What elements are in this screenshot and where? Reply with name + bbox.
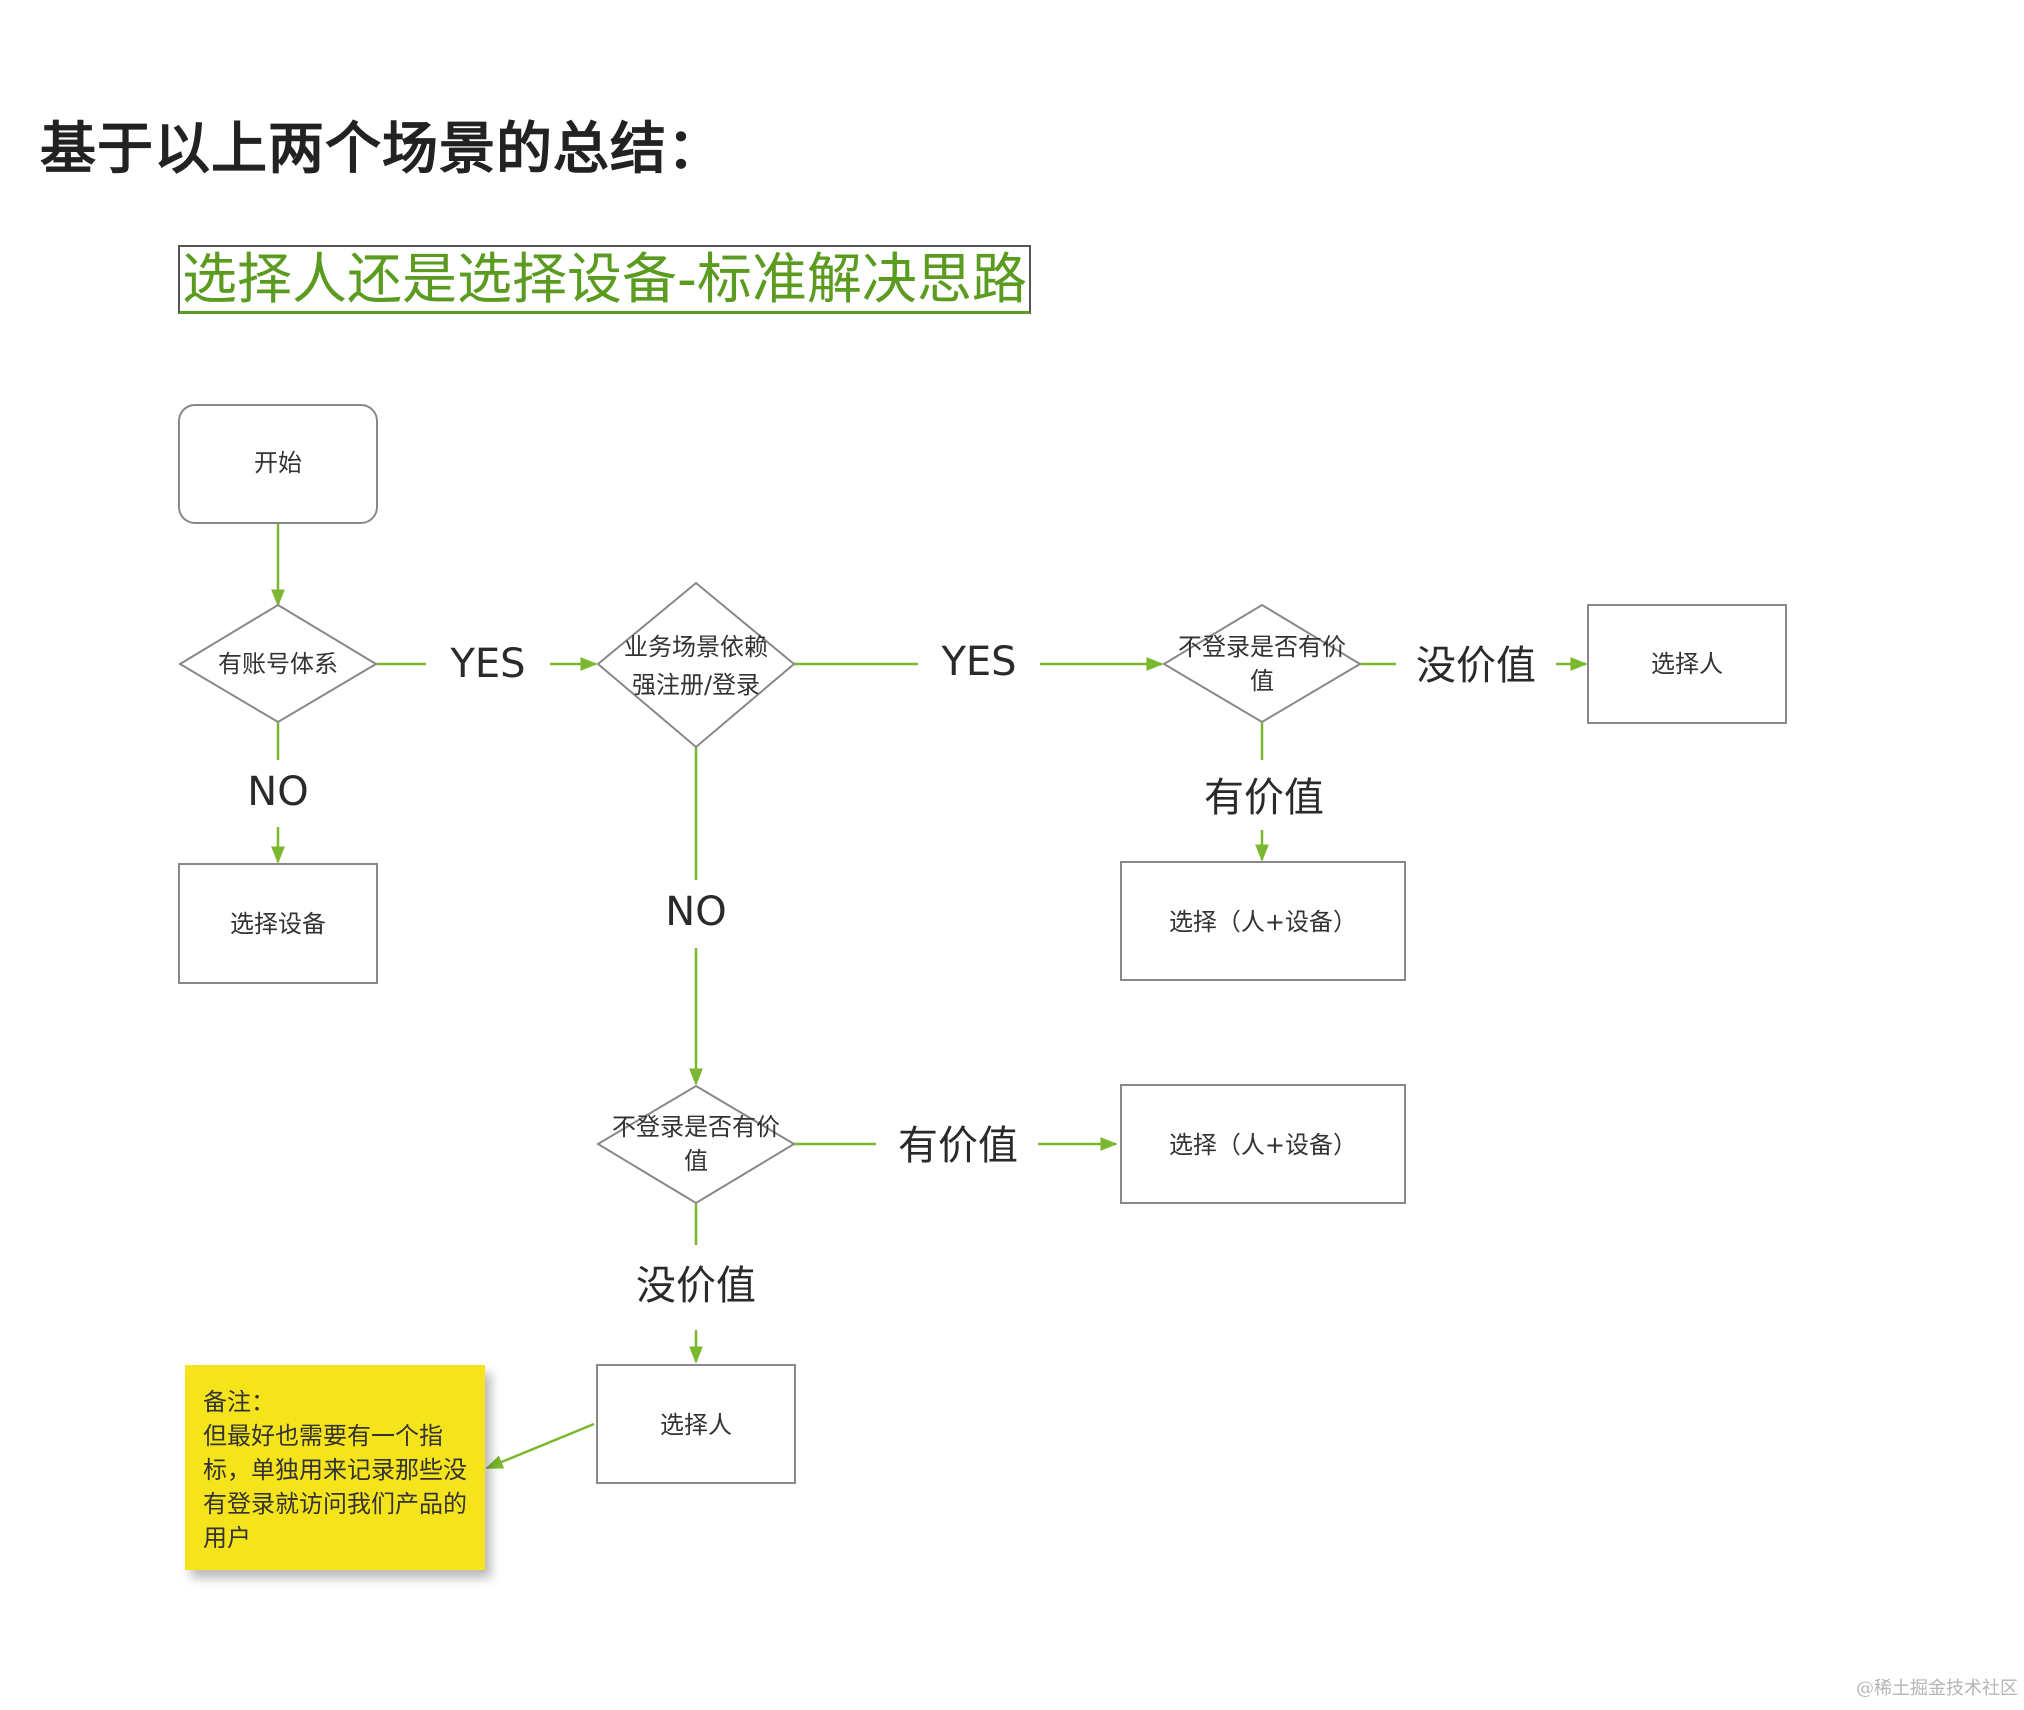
sticky-note-title: 备注： xyxy=(203,1388,275,1416)
watermark: @稀土掘金技术社区 xyxy=(1856,1678,2018,1699)
diagram-subtitle: 选择人还是选择设备-标准解决思路 xyxy=(178,245,1031,314)
node-choose-person-bottom: 选择人 xyxy=(596,1364,796,1484)
edge-label-novalue-mid: 没价值 xyxy=(636,1263,756,1309)
node-choose-person-top-label: 选择人 xyxy=(1651,650,1723,678)
node-choose-both-mid-label: 选择（人+设备） xyxy=(1169,1131,1357,1159)
node-choose-both-top: 选择（人+设备） xyxy=(1120,861,1406,981)
page-title: 基于以上两个场景的总结： xyxy=(40,117,724,182)
node-start: 开始 xyxy=(178,404,378,524)
node-choose-device-label: 选择设备 xyxy=(230,910,326,938)
decision-value-mid-line2: 值 xyxy=(684,1147,708,1175)
node-choose-person-bottom-label: 选择人 xyxy=(660,1411,732,1439)
decision-value-top-line2: 值 xyxy=(1250,667,1274,695)
edge-label-value-mid: 有价值 xyxy=(898,1123,1018,1169)
node-choose-person-top: 选择人 xyxy=(1587,604,1787,724)
decision-value-mid: 不登录是否有价 值 xyxy=(596,1084,796,1205)
node-choose-device: 选择设备 xyxy=(178,863,378,984)
edge-person-to-note xyxy=(485,1422,595,1470)
decision-business-login-line2: 强注册/登录 xyxy=(632,671,760,699)
connectors xyxy=(271,523,1588,1470)
edge-label-value-top: 有价值 xyxy=(1204,775,1324,821)
edge-label-no-2: NO xyxy=(665,889,726,935)
edge-label-novalue-top: 没价值 xyxy=(1416,643,1536,689)
decision-value-top-line1: 不登录是否有价 xyxy=(1178,633,1346,661)
sticky-note-body: 但最好也需要有一个指标，单独用来记录那些没有登录就访问我们产品的用户 xyxy=(203,1422,467,1552)
decision-has-account-label: 有账号体系 xyxy=(218,650,338,678)
edge-label-no-1: NO xyxy=(247,769,308,815)
decision-has-account: 有账号体系 xyxy=(178,603,378,724)
edge-label-yes-2: YES xyxy=(940,639,1016,685)
edge-label-yes-1: YES xyxy=(449,641,525,687)
sticky-note: 备注： 但最好也需要有一个指标，单独用来记录那些没有登录就访问我们产品的用户 xyxy=(185,1365,485,1570)
decision-business-login: 业务场景依赖 强注册/登录 xyxy=(596,581,796,749)
decision-value-top: 不登录是否有价 值 xyxy=(1162,603,1362,724)
node-choose-both-top-label: 选择（人+设备） xyxy=(1169,908,1357,936)
node-start-label: 开始 xyxy=(254,449,302,477)
decision-business-login-line1: 业务场景依赖 xyxy=(624,633,768,661)
node-choose-both-mid: 选择（人+设备） xyxy=(1120,1084,1406,1204)
decision-value-mid-line1: 不登录是否有价 xyxy=(612,1113,780,1141)
